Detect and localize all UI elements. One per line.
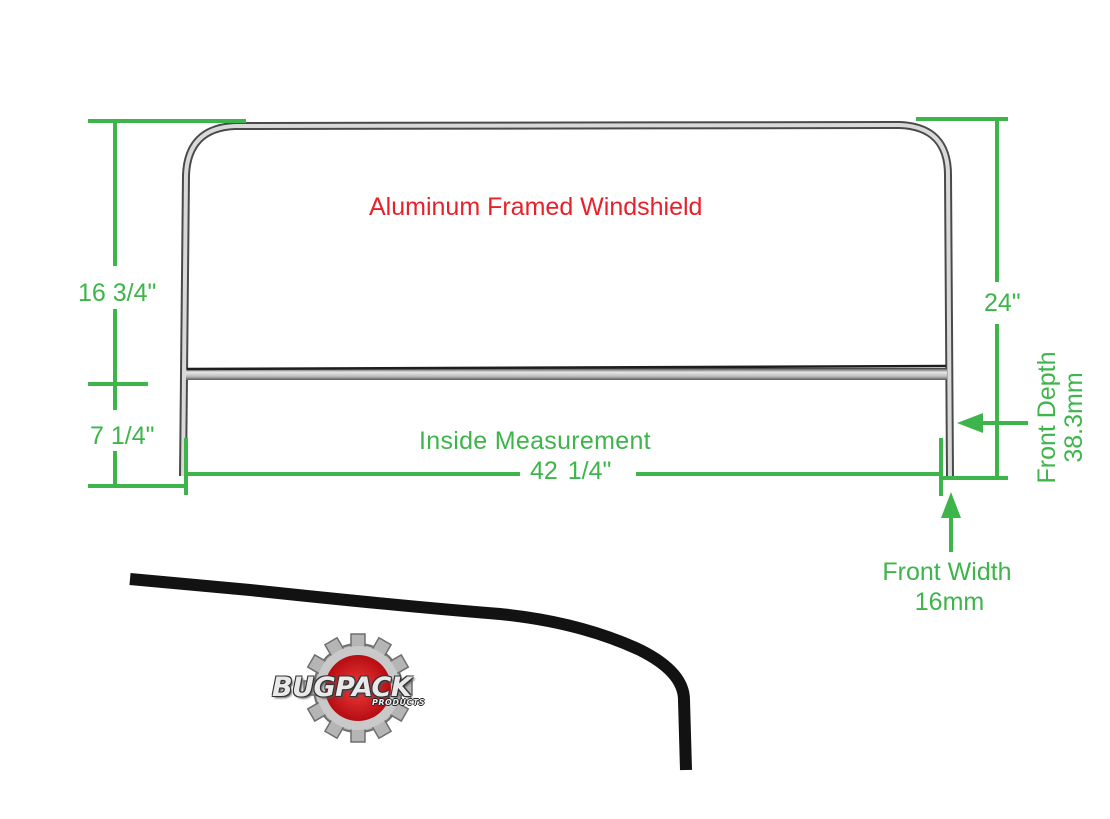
front-depth-callout: Front Depth 38.3mm — [1033, 335, 1088, 500]
arrow-heads — [941, 413, 983, 518]
front-width-value: 16mm — [914, 588, 985, 616]
dimension-lines — [88, 117, 1028, 552]
inside-measurement-label: Inside Measurement — [419, 427, 651, 455]
lower-height-label: 7 1/4" — [90, 422, 155, 451]
upper-height-label: 16 3/4" — [78, 279, 157, 308]
bugpack-logo-gear — [303, 633, 413, 743]
bugpack-logo-subtext: PRODUCTS — [372, 698, 426, 707]
front-width-arrow-icon — [941, 492, 961, 518]
windshield-frame — [179, 121, 954, 477]
product-title: Aluminum Framed Windshield — [369, 193, 703, 221]
front-depth-value: 38.3mm — [1060, 372, 1088, 463]
total-height-label: 24" — [984, 289, 1021, 318]
bugpack-logo-text: BUGPACK — [272, 672, 412, 703]
rubber-seal — [129, 573, 692, 771]
front-depth-arrow-icon — [957, 413, 983, 433]
front-width-label: Front Width — [882, 558, 1012, 586]
inside-width-label: 42 1/4" — [526, 459, 616, 484]
front-depth-label: Front Depth — [1033, 351, 1061, 484]
